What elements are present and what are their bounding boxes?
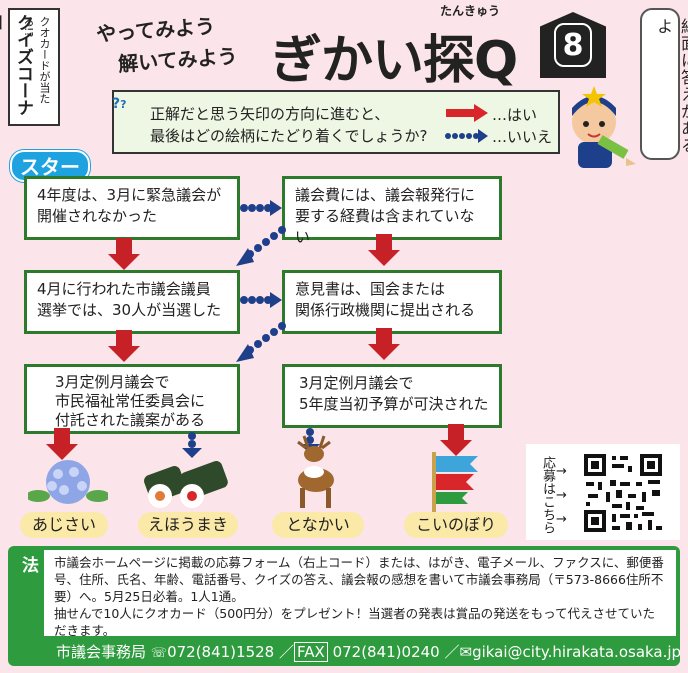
yes-arrow-2 <box>368 234 400 266</box>
corner-subtitle: クオカードが当たる!? <box>22 16 51 104</box>
mascot-illustration <box>572 86 636 168</box>
instruction-line-1: 正解だと思う矢印の方向に進むと、 <box>150 105 390 123</box>
answer-label-4: こいのぼり <box>404 512 508 538</box>
no-arrow-4 <box>236 322 286 362</box>
no-arrow-2 <box>240 292 282 308</box>
legend-arrows <box>445 104 488 143</box>
yes-arrow-1 <box>108 238 140 270</box>
phone-icon: ☏ <box>150 646 168 661</box>
answer-note: 紙面に答えがあるよ <box>640 8 688 160</box>
legend-no-label: …いいえ <box>492 128 553 146</box>
corner-title: クイズコーナー <box>0 14 33 116</box>
phone-number[interactable]: 072(841)1528 <box>167 643 275 661</box>
ehomaki-illustration <box>144 461 228 508</box>
answer-note-text: 紙面に答えがあるよ <box>654 18 688 154</box>
fax-number[interactable]: 072(841)0240 <box>332 643 440 661</box>
yes-arrow-4 <box>368 328 400 360</box>
question-marks-icon: ?? <box>112 96 127 112</box>
instruction-box <box>112 90 560 154</box>
answer-label-3: となかい <box>272 512 364 538</box>
qr-pointer-arrows: →→→ <box>556 464 567 527</box>
no-arrow-3 <box>236 226 286 266</box>
title-ruby: たんきゅう <box>440 4 501 18</box>
legend-no-arrow-icon <box>445 129 488 143</box>
question-box-2: 議会費には、議会報発行に 要する経費は含まれていない <box>282 176 502 246</box>
legend-yes-arrow-icon <box>446 104 488 122</box>
answer-label-1: あじさい <box>20 512 108 538</box>
question-box-5: 3月定例月議会で 市民福祉常任委員会に 付託された議案がある <box>24 364 240 434</box>
qr-label: 応募はこちら <box>540 456 555 534</box>
issue-number: 8 <box>562 27 584 63</box>
question-box-1: 4年度は、3月に緊急議会が 開催されなかった <box>24 176 240 240</box>
no-arrow-5 <box>182 432 202 458</box>
instruction-line-2: 最後はどの絵柄にたどり着くでしょうか? <box>150 127 428 145</box>
question-box-6: 3月定例月議会で 5年度当初予算が可決された <box>282 364 502 428</box>
mail-icon: ✉ <box>459 643 473 661</box>
email-address[interactable]: gikai@city.hirakata.osaka.jp <box>472 643 682 661</box>
quiz-corner-label: クオカードが当たる!? クイズコーナー <box>0 8 60 126</box>
contact-line: 市議会事務局 ☏072(841)1528 ／FAX 072(841)0240 ／… <box>56 642 682 662</box>
page-title: ぎかい探Q <box>270 31 518 91</box>
no-arrow-1 <box>240 200 282 216</box>
issue-number-badge: 8 <box>540 12 606 78</box>
yes-arrow-3 <box>108 330 140 362</box>
entry-instructions: 市議会ホームページに掲載の応募フォーム（右上コード）または、はがき、電子メール、… <box>44 550 676 638</box>
answer-label-2: えほうまき <box>138 512 238 538</box>
pencil-icon <box>597 135 636 166</box>
koinobori-illustration <box>432 452 478 512</box>
legend-yes-label: …はい <box>492 106 538 124</box>
reindeer-illustration <box>297 435 334 508</box>
qr-code-icon[interactable] <box>582 452 664 534</box>
office-name: 市議会事務局 <box>56 643 147 661</box>
hydrangea-illustration <box>28 460 108 504</box>
fax-label: FAX <box>293 642 328 662</box>
